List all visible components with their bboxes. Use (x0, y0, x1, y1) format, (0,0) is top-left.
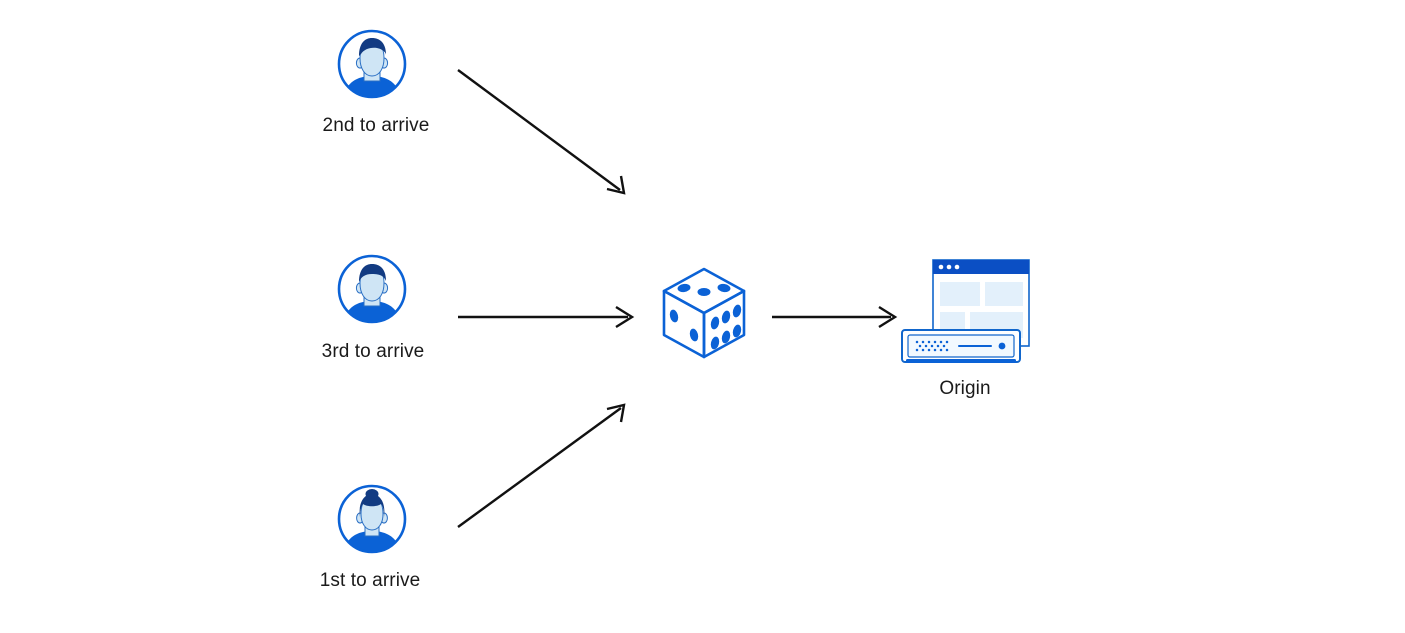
node-visitor-3rd (336, 253, 408, 325)
node-visitor-1st (336, 483, 408, 555)
dice-icon (662, 267, 746, 359)
node-label-visitor-2nd: 2nd to arrive (322, 115, 430, 136)
node-label-visitor-3rd: 3rd to arrive (321, 341, 425, 362)
arrow-3rd-to-dice (458, 305, 635, 329)
node-label-visitor-1st: 1st to arrive (319, 570, 421, 591)
node-visitor-2nd (336, 28, 408, 100)
user-avatar-icon (337, 254, 407, 324)
user-avatar-icon (337, 29, 407, 99)
node-randomizer (658, 265, 750, 361)
arrow-dice-to-origin (772, 305, 898, 329)
server-device-icon (901, 329, 1021, 363)
origin-server-icon (901, 259, 1030, 363)
user-avatar-icon (337, 484, 407, 554)
node-origin-server (897, 258, 1032, 363)
arrow-1st-to-dice (457, 403, 626, 528)
node-label-origin: Origin (939, 378, 991, 399)
